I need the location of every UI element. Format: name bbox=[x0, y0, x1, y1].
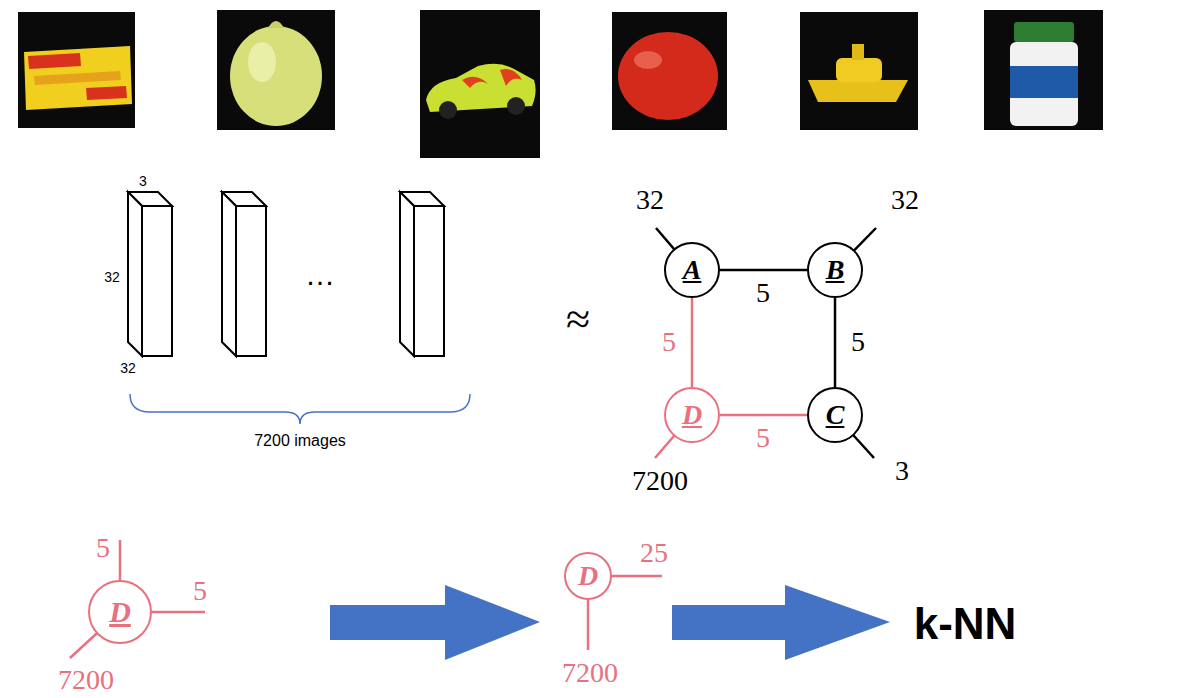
photo-background bbox=[800, 12, 918, 130]
slab-front bbox=[414, 206, 444, 356]
dimension-label: 7200 bbox=[562, 659, 618, 687]
tensor-slab bbox=[400, 192, 444, 356]
car-wheel bbox=[439, 101, 457, 119]
box-stripe bbox=[34, 71, 121, 85]
node-letter: D bbox=[109, 597, 131, 627]
dimension-label: 32 bbox=[891, 186, 919, 214]
bond-dimension: 5 bbox=[754, 279, 772, 307]
box-stripe bbox=[28, 53, 81, 69]
dimension-label: … bbox=[305, 260, 335, 290]
onion-object bbox=[230, 26, 322, 126]
boat-cabin bbox=[836, 58, 882, 82]
car-wheel bbox=[507, 97, 525, 115]
node-letter: A bbox=[683, 256, 702, 284]
bond-line bbox=[834, 298, 837, 387]
block-arrow bbox=[672, 585, 890, 660]
bottle-label bbox=[1010, 66, 1078, 98]
dimension-label: 3 bbox=[139, 174, 147, 188]
boat-hull bbox=[808, 80, 908, 102]
node-letter: D bbox=[682, 401, 702, 429]
photo-background bbox=[612, 12, 727, 130]
dimension-label: 25 bbox=[640, 539, 668, 567]
dimension-label: 5 bbox=[193, 577, 207, 605]
tomato-highlight bbox=[634, 51, 662, 69]
bond-line bbox=[691, 298, 694, 387]
dimension-label: 32 bbox=[120, 361, 136, 375]
tensor-node: D bbox=[664, 387, 720, 443]
tensor-slab bbox=[128, 192, 172, 356]
bond-dimension: 5 bbox=[754, 424, 772, 452]
tensor-slab bbox=[222, 192, 266, 356]
node-letter: D bbox=[578, 562, 598, 590]
node-letter: B bbox=[826, 256, 845, 284]
car-flame bbox=[500, 69, 522, 86]
dimension-label: 32 bbox=[636, 186, 664, 214]
dimension-label: 32 bbox=[104, 270, 120, 284]
dimension-label: ≈ bbox=[566, 298, 590, 342]
bond-line bbox=[720, 414, 807, 417]
onion-highlight bbox=[248, 42, 276, 82]
slab-front bbox=[236, 206, 266, 356]
block-arrow bbox=[330, 585, 540, 660]
bond-dimension: 5 bbox=[660, 328, 678, 356]
photo-background bbox=[420, 10, 540, 158]
photo-background bbox=[217, 10, 335, 130]
tensor-node: C bbox=[807, 387, 863, 443]
tensor-node: A bbox=[664, 242, 720, 298]
dimension-label: k-NN bbox=[914, 602, 1017, 646]
dimension-label: 7200 images bbox=[254, 433, 346, 449]
tensor-node: B bbox=[807, 242, 863, 298]
tensor-node: D bbox=[564, 552, 612, 600]
slab-side bbox=[222, 192, 236, 356]
dimension-label: 7200 bbox=[58, 666, 114, 694]
boat-funnel bbox=[852, 44, 864, 60]
dimension-label: 7200 bbox=[632, 467, 688, 495]
photo-background bbox=[984, 10, 1103, 130]
bond-line bbox=[720, 269, 807, 272]
dimension-label: 3 bbox=[895, 457, 909, 485]
tomato-object bbox=[618, 32, 718, 120]
onion-tip bbox=[268, 21, 284, 28]
photo-background bbox=[18, 12, 135, 128]
bottle-cap bbox=[1014, 22, 1074, 42]
curly-brace bbox=[130, 394, 470, 424]
slab-front bbox=[142, 206, 172, 356]
slab-side bbox=[400, 192, 414, 356]
box-stripe bbox=[86, 86, 127, 100]
bond-dimension: 5 bbox=[849, 328, 867, 356]
car-flame bbox=[462, 77, 488, 88]
slab-side bbox=[128, 192, 142, 356]
node-letter: C bbox=[826, 401, 845, 429]
bottle-body bbox=[1010, 42, 1078, 126]
dimension-label: 5 bbox=[96, 534, 110, 562]
box-object bbox=[24, 46, 132, 110]
tensor-node: D bbox=[88, 580, 152, 644]
